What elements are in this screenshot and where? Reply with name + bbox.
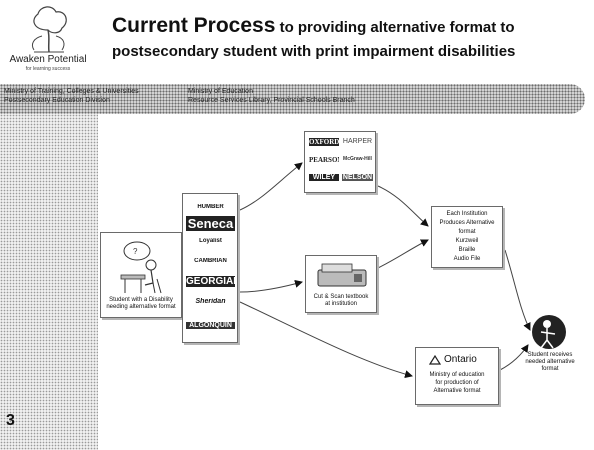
institution-line: format: [458, 229, 476, 235]
ministry-line: Alternative format: [433, 388, 481, 394]
publisher-logo: PEARSON: [309, 156, 339, 164]
ministry-line: for production of: [435, 380, 479, 386]
result-line: needed alternative: [525, 359, 575, 365]
college-logo: Seneca: [186, 216, 235, 231]
slide-number: 3: [6, 412, 15, 429]
svg-text:?: ?: [133, 247, 138, 256]
colleges-node: HUMBER Seneca Loyalist CAMBRIAN GEORGIAN…: [182, 193, 238, 343]
band-right-line2: Resource Services Library, Provincial Sc…: [188, 97, 355, 104]
ontario-logo: Ontario: [444, 354, 477, 365]
scanner-icon: [317, 263, 367, 287]
arrow-scan-to-institution: [377, 239, 429, 269]
result-line: format: [541, 366, 559, 372]
college-logo: CAMBRIAN: [194, 258, 227, 264]
scan-caption-1: Cut & Scan textbook: [313, 294, 369, 300]
band-left-line1: Ministry of Training, Colleges & Univers…: [4, 88, 139, 95]
scan-node: Cut & Scan textbook at institution: [305, 255, 377, 313]
student-receives-icon: [532, 315, 566, 349]
result-line: Student receives: [527, 352, 573, 358]
institution-node: Each Institution Produces Alternative fo…: [431, 206, 503, 268]
publisher-logo: NELSON: [342, 174, 373, 181]
publisher-logo: WILEY: [309, 174, 339, 181]
institution-line: Braille: [458, 247, 476, 253]
student-at-desk-icon: ?: [120, 241, 162, 294]
ministry-line: Ministry of education: [429, 372, 485, 378]
logo-name: Awaken Potential: [9, 54, 87, 65]
college-logo: HUMBER: [197, 204, 224, 210]
trillium-icon: [428, 354, 442, 365]
publishers-node: OXFORD HARPER PEARSON McGraw-Hill WILEY …: [304, 131, 376, 193]
college-logo: Loyalist: [199, 238, 222, 244]
arrow-publishers-to-institution: [377, 185, 429, 227]
arrow-colleges-to-scan: [239, 279, 303, 293]
left-texture-strip: [0, 84, 98, 450]
institution-line: Produces Alternative: [439, 220, 495, 226]
band-right-line1: Ministry of Education: [188, 88, 253, 95]
tree-logo-icon: [31, 6, 67, 53]
band-left-line2: Postsecondary Education Division: [4, 97, 110, 104]
college-logo: GEORGIAN: [186, 276, 235, 287]
slide-title: Current Process to providing alternative…: [112, 14, 582, 64]
publisher-logo: OXFORD: [309, 138, 339, 146]
student-caption-2: needing alternative format: [106, 304, 176, 310]
institution-line: Audio File: [453, 256, 481, 262]
arrow-colleges-to-publishers: [239, 162, 303, 211]
arrow-ministry-to-result: [499, 344, 529, 371]
arrow-colleges-to-ministry: [239, 301, 413, 379]
institution-line: Each Institution: [446, 211, 488, 217]
institution-line: Kurzweil: [455, 238, 479, 244]
college-logo: ALGONQUIN: [186, 322, 235, 329]
arrow-institution-to-result: [504, 249, 531, 331]
student-caption-1: Student with a Disability: [109, 297, 173, 303]
header-band: [0, 84, 585, 114]
publisher-logo: McGraw-Hill: [343, 156, 372, 162]
scan-caption-2: at institution: [324, 301, 358, 307]
ministry-node: Ontario Ministry of education for produc…: [415, 347, 499, 405]
title-rest: to providing alternative format to: [275, 19, 515, 36]
title-line2: postsecondary student with print impairm…: [112, 43, 516, 60]
student-node: ? Student with a Disability needing alte…: [100, 232, 182, 318]
college-logo: Sheridan: [195, 298, 226, 305]
title-main: Current Process: [112, 14, 276, 37]
logo-tagline: for learning success: [25, 66, 71, 72]
publisher-logo: HARPER: [342, 138, 373, 145]
